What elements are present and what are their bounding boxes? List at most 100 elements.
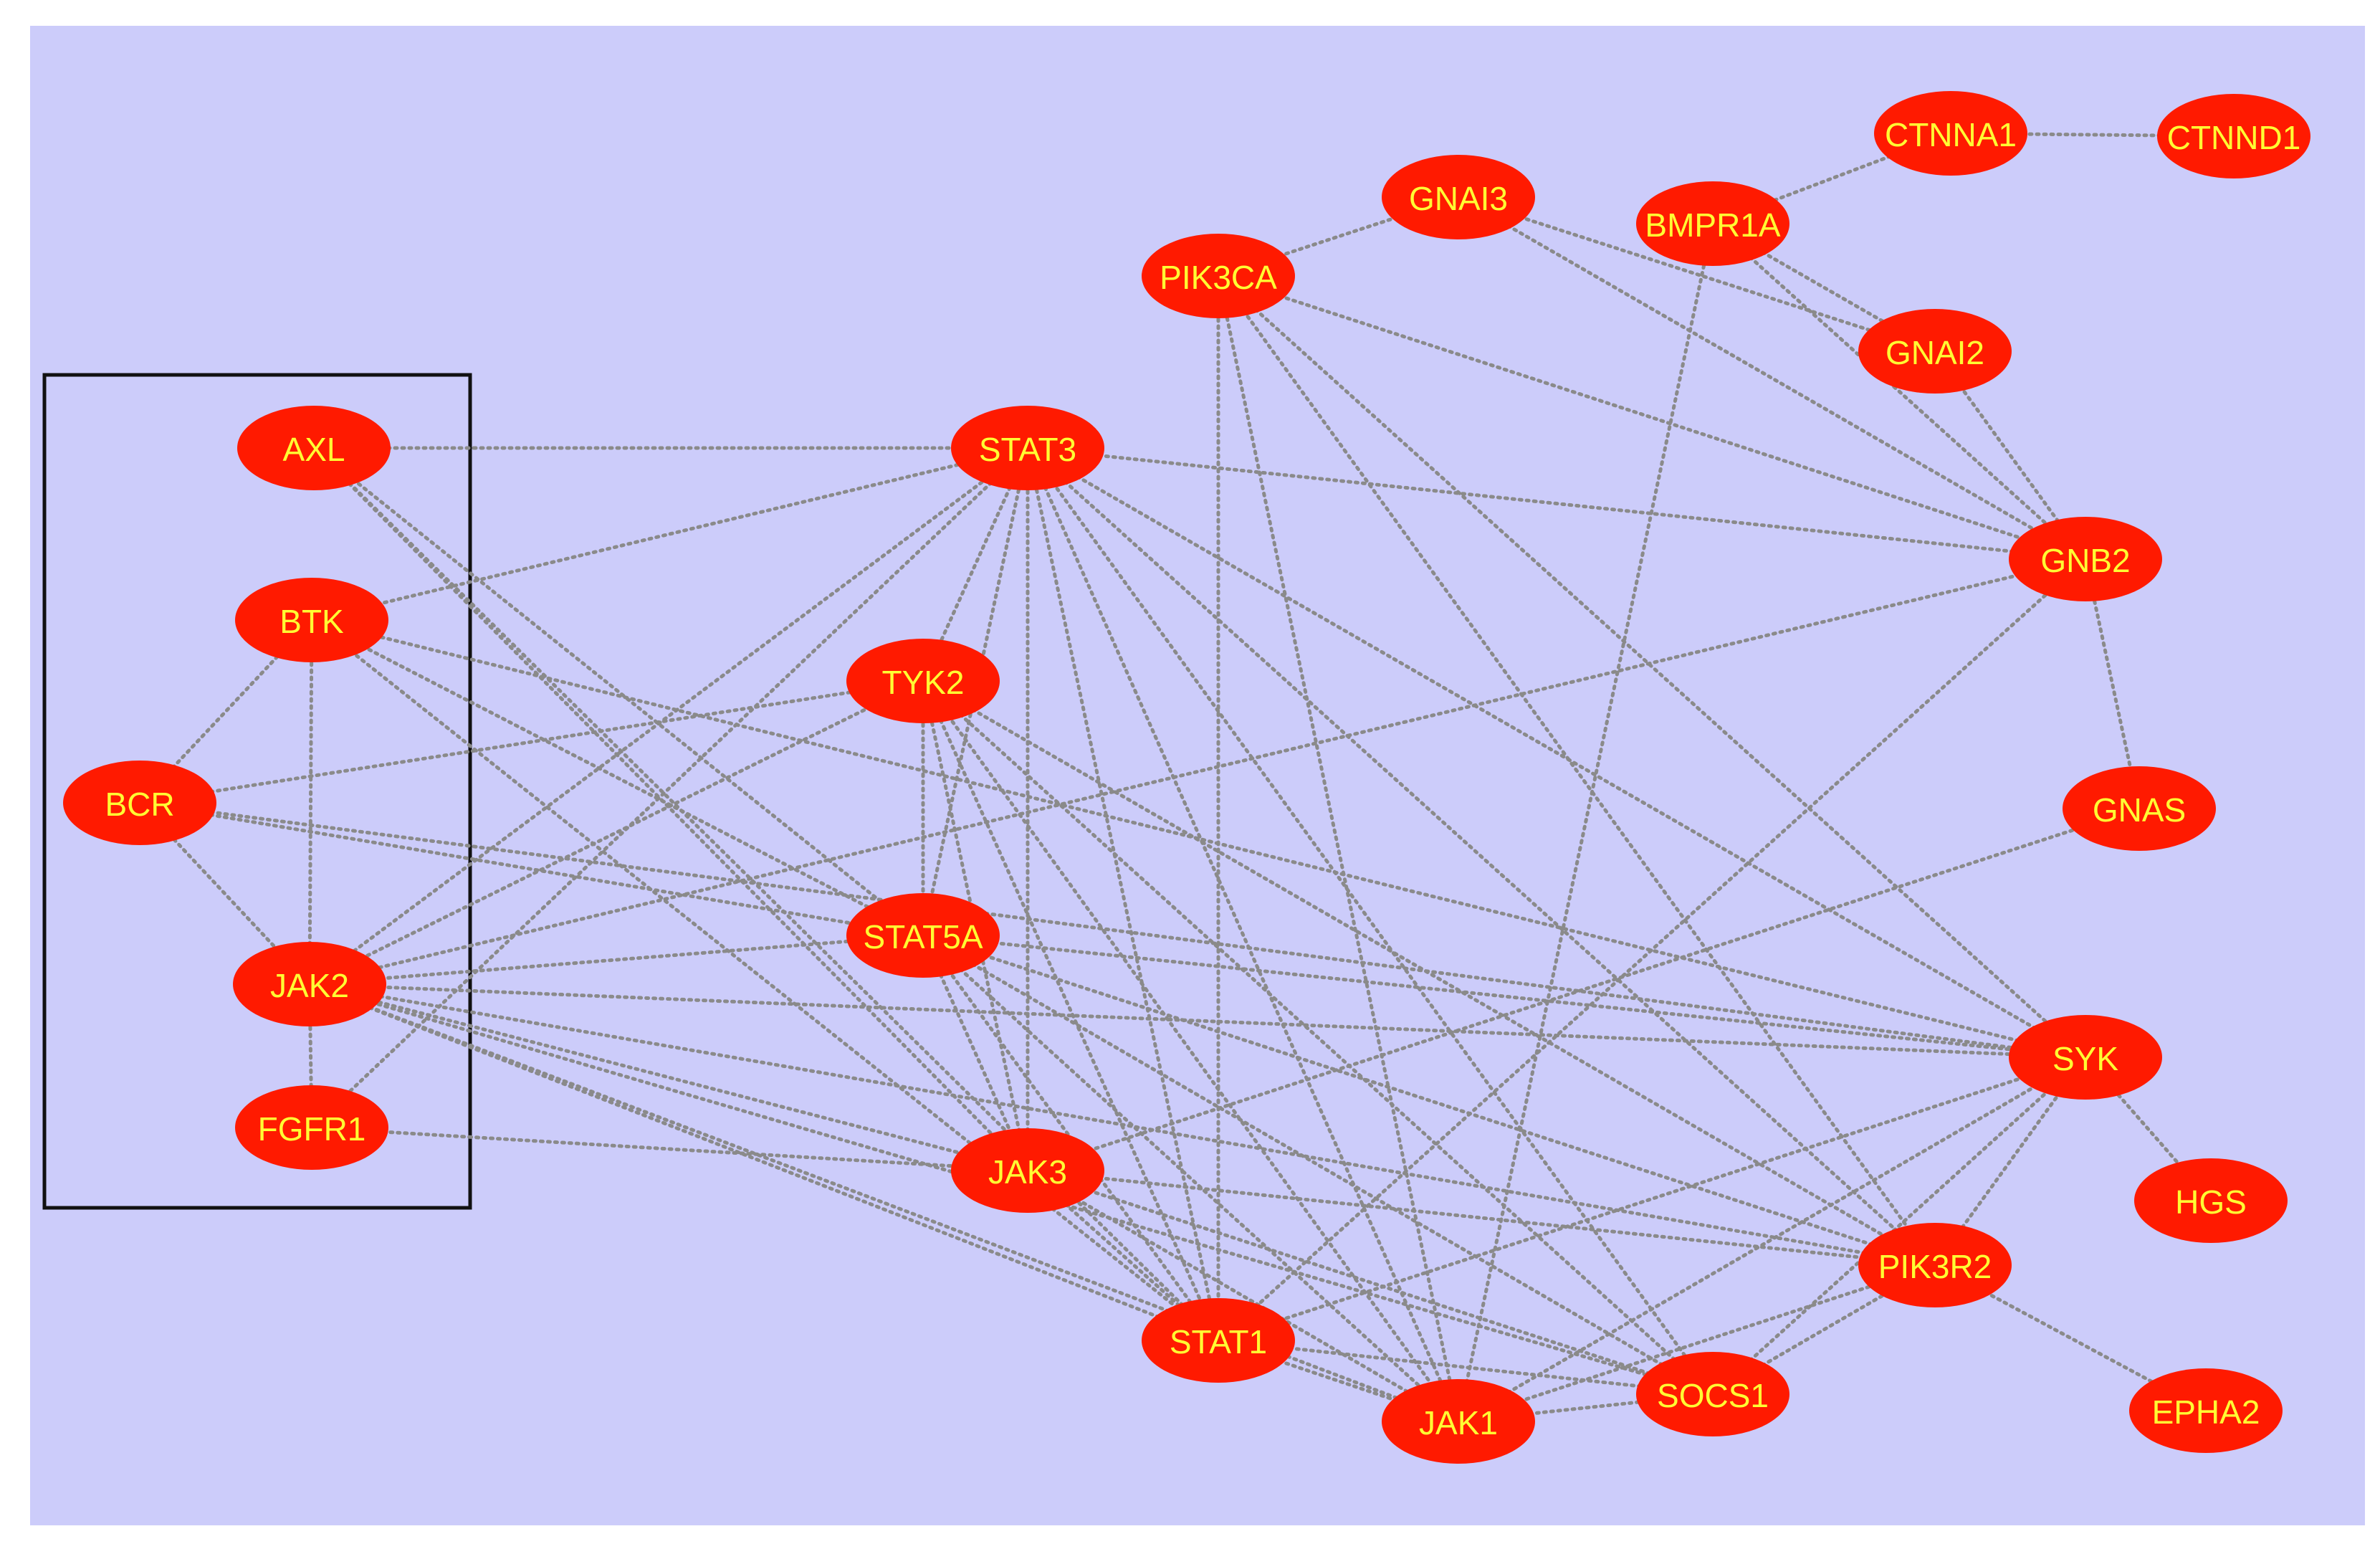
edge-jak2-tyk2	[307, 679, 925, 986]
node-label: PIK3CA	[1160, 259, 1277, 296]
node-label: STAT1	[1170, 1323, 1267, 1360]
edge-jak2-syk	[307, 982, 2088, 1059]
node-stat3[interactable]: STAT3	[951, 406, 1104, 490]
edge-jak2-stat1	[307, 982, 1220, 1343]
node-ellipse	[2129, 1368, 2283, 1453]
node-label: STAT5A	[864, 918, 983, 955]
node-ellipse	[235, 578, 388, 662]
node-ellipse	[1142, 1298, 1295, 1383]
node-label: GNAS	[2093, 791, 2186, 829]
node-label: BMPR1A	[1645, 206, 1780, 244]
edge-socs1-syk	[1711, 1055, 2088, 1396]
node-bcr[interactable]: BCR	[63, 761, 216, 845]
edge-pik3ca-jak1	[1216, 274, 1461, 1424]
node-gnai2[interactable]: GNAI2	[1858, 309, 2012, 394]
edges-layer	[138, 131, 2236, 1424]
edge-jak3-gnas	[1026, 806, 2141, 1173]
node-gnas[interactable]: GNAS	[2063, 766, 2216, 851]
node-stat1[interactable]: STAT1	[1142, 1298, 1295, 1383]
node-jak2[interactable]: JAK2	[233, 942, 386, 1026]
edge-btk-stat5a	[310, 618, 925, 938]
edge-gnai3-gnai2	[1456, 195, 1937, 353]
node-label: EPHA2	[2152, 1393, 2260, 1431]
node-label: TYK2	[881, 664, 964, 701]
edge-jak1-pik3r2	[1456, 1263, 1937, 1424]
node-label: GNAI3	[1409, 180, 1508, 217]
node-pik3ca[interactable]: PIK3CA	[1142, 234, 1295, 318]
edge-btk-jak2	[307, 618, 314, 986]
edge-stat3-jak2	[307, 446, 1030, 986]
node-label: GNB2	[2040, 542, 2130, 579]
edge-stat3-jak1	[1026, 446, 1461, 1424]
edge-stat3-btk	[310, 446, 1030, 622]
edge-stat1-syk	[1216, 1055, 2088, 1343]
edge-pik3ca-syk	[1216, 274, 2088, 1059]
edge-stat3-syk	[1026, 446, 2088, 1059]
edge-gnai3-gnb2	[1456, 195, 2088, 561]
node-label: JAK1	[1419, 1404, 1498, 1441]
edge-stat1-gnb2	[1216, 557, 2088, 1343]
node-bmpr1a[interactable]: BMPR1A	[1636, 181, 1789, 266]
node-jak3[interactable]: JAK3	[951, 1128, 1104, 1213]
node-epha2[interactable]: EPHA2	[2129, 1368, 2283, 1453]
node-label: BTK	[279, 603, 344, 640]
edge-axl-stat1	[312, 446, 1220, 1343]
node-label: AXL	[283, 431, 345, 468]
node-btk[interactable]: BTK	[235, 578, 388, 662]
edge-stat5a-socs1	[921, 933, 1715, 1396]
node-label: HGS	[2175, 1183, 2247, 1221]
node-syk[interactable]: SYK	[2009, 1015, 2162, 1100]
node-ellipse	[1382, 155, 1535, 239]
node-ellipse	[2063, 766, 2216, 851]
node-ellipse	[63, 761, 216, 845]
node-label: STAT3	[979, 431, 1076, 468]
edge-axl-jak3	[312, 446, 1030, 1173]
highlight-group-box	[42, 373, 472, 1210]
node-ctnna1[interactable]: CTNNA1	[1874, 91, 2027, 176]
node-label: BCR	[105, 786, 174, 823]
node-fgfr1[interactable]: FGFR1	[235, 1085, 388, 1170]
node-ellipse	[233, 942, 386, 1026]
node-pik3r2[interactable]: PIK3R2	[1858, 1223, 2012, 1307]
edge-bcr-syk	[138, 801, 2088, 1059]
node-ellipse	[1858, 309, 2012, 394]
edge-tyk2-jak1	[921, 679, 1461, 1424]
node-axl[interactable]: AXL	[237, 406, 391, 490]
node-hgs[interactable]: HGS	[2134, 1158, 2288, 1243]
node-socs1[interactable]: SOCS1	[1636, 1352, 1789, 1436]
node-label: GNAI2	[1886, 334, 1984, 371]
node-jak1[interactable]: JAK1	[1382, 1379, 1535, 1464]
edge-jak3-socs1	[1026, 1168, 1715, 1396]
node-label: FGFR1	[258, 1110, 366, 1148]
node-ellipse	[1142, 234, 1295, 318]
edge-stat3-stat1	[1026, 446, 1220, 1343]
edge-pik3ca-pik3r2	[1216, 274, 1937, 1267]
node-ellipse	[2009, 1015, 2162, 1100]
node-gnb2[interactable]: GNB2	[2009, 517, 2162, 601]
node-label: CTNND1	[2167, 119, 2301, 156]
node-ellipse	[1858, 1223, 2012, 1307]
node-ellipse	[2009, 517, 2162, 601]
node-ellipse	[846, 639, 1000, 723]
node-ctnnd1[interactable]: CTNND1	[2157, 94, 2310, 178]
node-ellipse	[846, 893, 1000, 978]
node-stat5a[interactable]: STAT5A	[846, 893, 1000, 978]
edge-stat3-fgfr1	[310, 446, 1030, 1130]
node-ellipse	[1382, 1379, 1535, 1464]
node-label: CTNNA1	[1885, 116, 2017, 153]
edge-btk-stat1	[310, 618, 1220, 1343]
node-tyk2[interactable]: TYK2	[846, 639, 1000, 723]
edge-tyk2-socs1	[921, 679, 1715, 1396]
node-gnai3[interactable]: GNAI3	[1382, 155, 1535, 239]
edge-tyk2-stat1	[921, 679, 1220, 1343]
node-label: JAK3	[988, 1153, 1067, 1191]
edge-stat5a-jak1	[921, 933, 1461, 1424]
edge-stat3-gnb2	[1026, 446, 2088, 561]
node-label: JAK2	[270, 967, 349, 1004]
node-ellipse	[235, 1085, 388, 1170]
edge-stat3-pik3r2	[1026, 446, 1937, 1267]
edge-bcr-stat5a	[138, 801, 925, 938]
